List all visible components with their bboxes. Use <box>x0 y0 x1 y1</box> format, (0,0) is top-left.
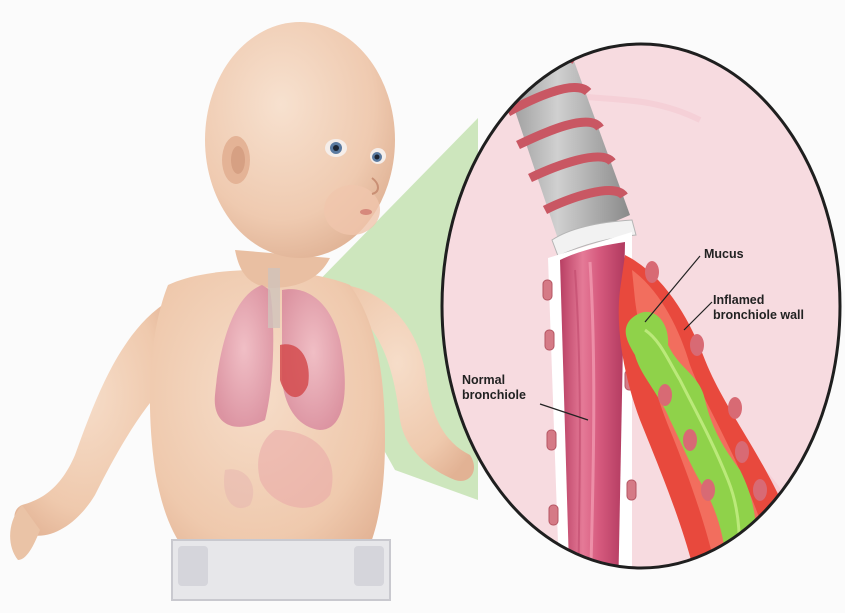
inflamed-label-line1: Inflamed <box>713 293 804 308</box>
inflamed-wall-label: Inflamed bronchiole wall <box>713 293 804 323</box>
mucus-label-text: Mucus <box>704 247 744 261</box>
inflamed-label-line2: bronchiole wall <box>713 308 804 323</box>
normal-bronchiole-label: Normal bronchiole <box>462 373 526 403</box>
mucus-label: Mucus <box>704 247 744 262</box>
normal-label-line1: Normal <box>462 373 526 388</box>
normal-label-line2: bronchiole <box>462 388 526 403</box>
